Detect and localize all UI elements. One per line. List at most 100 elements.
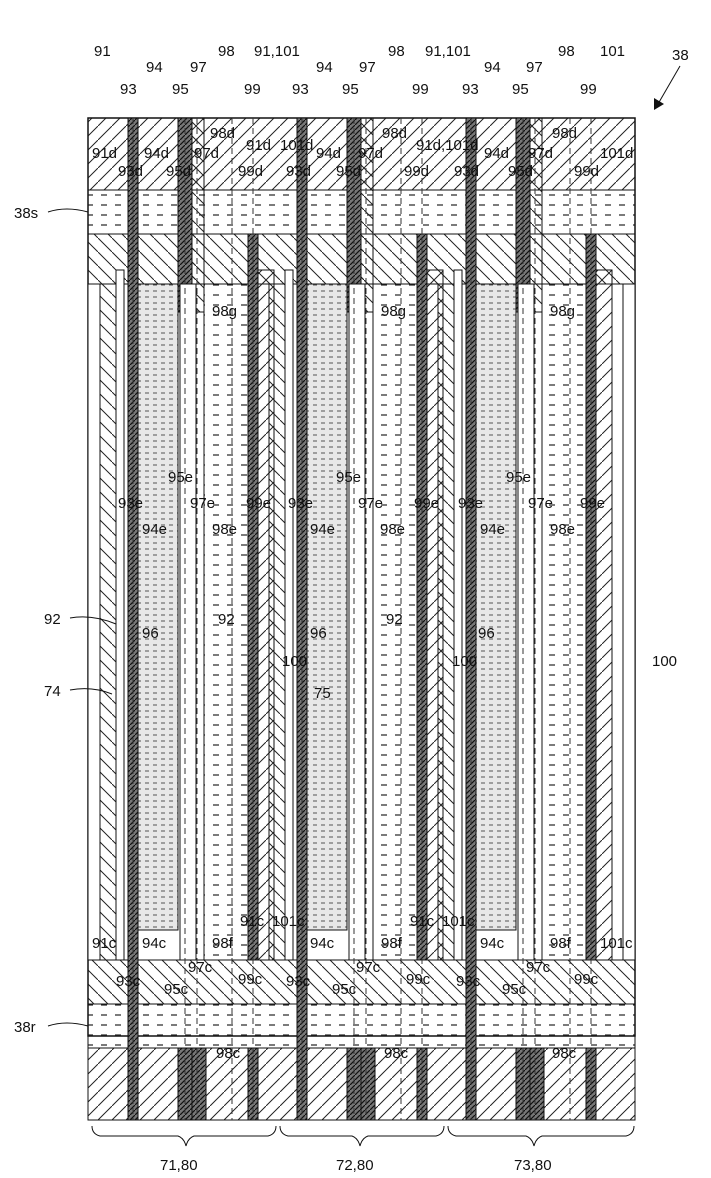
- side-label: 100: [452, 653, 477, 670]
- g-label: 98g: [212, 303, 237, 320]
- side-label: 92: [386, 611, 403, 628]
- c-label: 95c: [332, 981, 357, 998]
- d-label: 98d: [552, 125, 577, 142]
- d-label: 101d: [280, 137, 313, 154]
- side-label: 100: [282, 653, 307, 670]
- separator-strip: [180, 284, 196, 960]
- side-label: 74: [44, 683, 61, 700]
- d-label: 91d,101d: [416, 137, 479, 154]
- d-label: 95d: [508, 163, 533, 180]
- top-label: 99: [244, 81, 261, 98]
- e-label: 99e: [414, 495, 439, 512]
- electrode-wall: [100, 284, 116, 960]
- d-label: 99d: [404, 163, 429, 180]
- d-label: 91d: [92, 145, 117, 162]
- e-label: 95e: [168, 469, 193, 486]
- c-label: 94c: [480, 935, 505, 952]
- top-label: 101: [600, 43, 625, 60]
- e-label: 93e: [118, 495, 143, 512]
- d-label: 98d: [210, 125, 235, 142]
- d-label: 94d: [316, 145, 341, 162]
- brace: [448, 1126, 634, 1146]
- left-wall: [88, 284, 100, 960]
- e-label: 95e: [336, 469, 361, 486]
- e-label: 94e: [142, 521, 167, 538]
- side-label: 96: [478, 625, 495, 642]
- c-label: 93c: [456, 973, 481, 990]
- d-label: 94d: [484, 145, 509, 162]
- top-label: 91,101: [425, 43, 471, 60]
- top-label: 94: [484, 59, 501, 76]
- top-label: 93: [292, 81, 309, 98]
- e-label: 99e: [246, 495, 271, 512]
- e-label: 93e: [288, 495, 313, 512]
- e-label: 98e: [212, 521, 237, 538]
- channel-region: [542, 284, 586, 960]
- top-label: 99: [412, 81, 429, 98]
- top-label: 93: [462, 81, 479, 98]
- figure-arrow-head: [654, 98, 664, 110]
- d-label: 95d: [336, 163, 361, 180]
- leader-line: [48, 209, 88, 212]
- d-label: 91d: [246, 137, 271, 154]
- top-label: 95: [342, 81, 359, 98]
- right-wall: [623, 284, 635, 960]
- electrode-wall: [269, 284, 285, 960]
- c-label: 98f: [212, 935, 234, 952]
- c-label: 93c: [286, 973, 311, 990]
- e-label: 93e: [458, 495, 483, 512]
- d-label: 97d: [194, 145, 219, 162]
- g-label: 98g: [550, 303, 575, 320]
- c-label: 101c: [272, 913, 305, 930]
- e-label: 97e: [528, 495, 553, 512]
- contact-strip: [530, 1048, 544, 1120]
- d-label: 97d: [358, 145, 383, 162]
- c-label: 95c: [164, 981, 189, 998]
- separator-strip: [518, 284, 534, 960]
- contact-strip: [192, 1048, 206, 1120]
- separator-strip: [116, 270, 124, 960]
- c-label: 99c: [406, 971, 431, 988]
- electrode-wall: [438, 284, 454, 960]
- active-region: [138, 284, 178, 930]
- e-label: 94e: [310, 521, 335, 538]
- brace: [280, 1126, 444, 1146]
- top-label: 94: [146, 59, 163, 76]
- e-label: 94e: [480, 521, 505, 538]
- e-label: 97e: [190, 495, 215, 512]
- active-region: [307, 284, 347, 930]
- layer-label: 38r: [14, 1019, 36, 1036]
- c-label: 98c: [552, 1045, 577, 1062]
- top-label: 98: [388, 43, 405, 60]
- active-region: [476, 284, 516, 930]
- brace: [92, 1126, 276, 1146]
- top-label: 91: [94, 43, 111, 60]
- c-label: 97c: [526, 959, 551, 976]
- leader-line: [48, 1023, 88, 1026]
- top-label: 98: [218, 43, 235, 60]
- d-label: 93d: [454, 163, 479, 180]
- c-label: 91c: [410, 913, 435, 930]
- c-label: 91c: [92, 935, 117, 952]
- c-label: 97c: [188, 959, 213, 976]
- top-label: 98: [558, 43, 575, 60]
- group-label: 73,80: [514, 1157, 552, 1174]
- side-label: 96: [310, 625, 327, 642]
- c-label: 98c: [216, 1045, 241, 1062]
- side-label: 92: [44, 611, 61, 628]
- top-label: 93: [120, 81, 137, 98]
- top-label: 97: [359, 59, 376, 76]
- group-label: 71,80: [160, 1157, 198, 1174]
- d-label: 94d: [144, 145, 169, 162]
- d-label: 97d: [528, 145, 553, 162]
- d-label: 95d: [166, 163, 191, 180]
- c-label: 98f: [550, 935, 572, 952]
- top-label: 94: [316, 59, 333, 76]
- e-label: 95e: [506, 469, 531, 486]
- e-label: 99e: [580, 495, 605, 512]
- top-label: 95: [172, 81, 189, 98]
- top-label: 97: [526, 59, 543, 76]
- electrode-wall: [596, 270, 612, 960]
- c-label: 95c: [502, 981, 527, 998]
